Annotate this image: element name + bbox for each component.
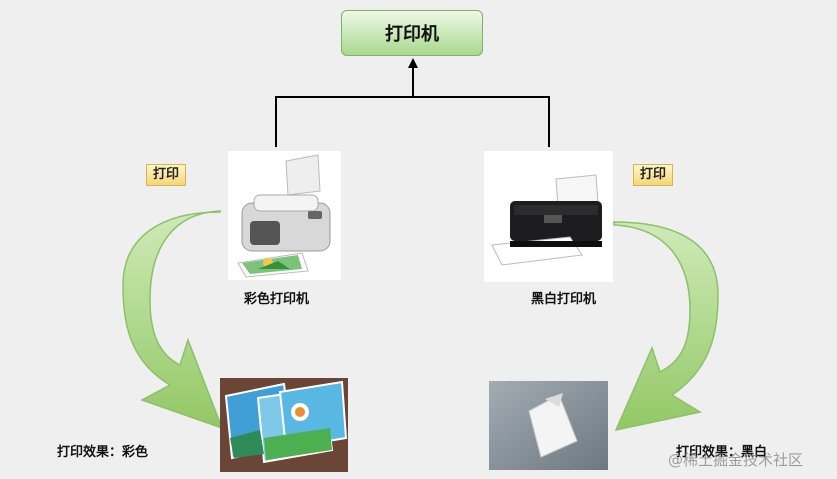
color-printer-label: 彩色打印机: [244, 292, 310, 307]
right-print-tag: 打印: [633, 164, 674, 186]
bw-printer-image: [484, 151, 613, 282]
left-print-tag: 打印: [146, 164, 187, 186]
color-printer-image: [228, 151, 341, 280]
root-node-printer: 打印机: [341, 10, 483, 56]
watermark: @稀土掘金技术社区: [668, 451, 804, 469]
color-prints-image: [220, 378, 348, 472]
blank-paper-icon: [489, 381, 608, 470]
bw-printer-label: 黑白打印机: [531, 292, 597, 307]
color-printer-icon: [237, 154, 331, 278]
right-curved-arrow: [613, 221, 719, 432]
left-curved-arrow: [122, 210, 224, 430]
bw-printer-icon: [491, 174, 602, 266]
arrow-head-icon: [408, 58, 418, 68]
color-result-label: 打印效果：彩色: [57, 445, 149, 460]
color-prints-icon: [220, 378, 348, 472]
blank-paper-image: [489, 381, 608, 470]
bw-result-label: 打印效果：黑白: [676, 445, 768, 460]
root-node-label: 打印机: [385, 24, 439, 45]
